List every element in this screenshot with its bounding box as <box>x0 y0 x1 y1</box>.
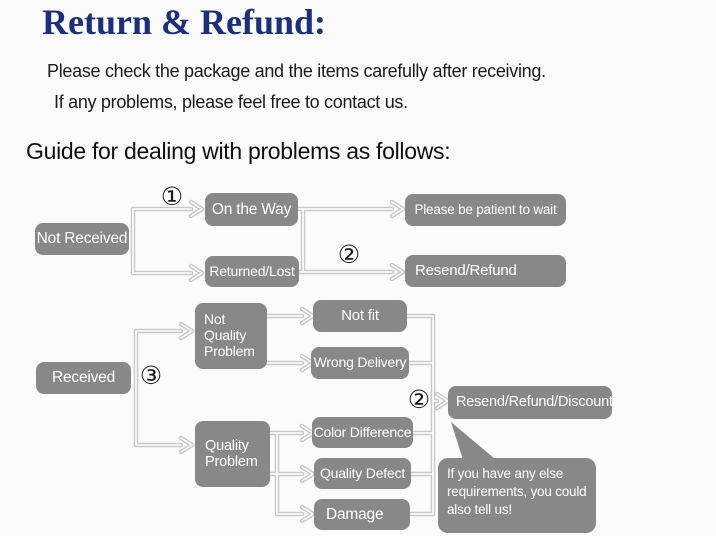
step-marker-3: ③ <box>139 361 163 390</box>
flow-node-resend-refund: Resend/Refund <box>405 255 566 287</box>
flow-node-not-quality-problem: Not Quality Problem <box>195 303 267 369</box>
flow-node-resend-refund-discount: Resend/Refund/Discount <box>448 386 613 419</box>
flow-node-be-patient: Please be patient to wait <box>405 194 566 226</box>
guide-heading: Guide for dealing with problems as follo… <box>26 138 451 164</box>
flow-node-quality-problem: Quality Problem <box>195 421 270 487</box>
flow-node-wrong-delivery: Wrong Delivery <box>311 347 409 379</box>
flow-node-color-difference: Color Difference <box>312 417 413 448</box>
speech-bubble-tail <box>451 422 495 463</box>
speech-bubble-line-3: also tell us! <box>447 501 512 517</box>
step-marker-2-top: ② <box>337 240 361 269</box>
speech-bubble-line-1: If you have any else <box>447 466 564 481</box>
flow-node-on-the-way: On the Way <box>205 193 298 226</box>
step-marker-1: ① <box>160 182 184 211</box>
flow-node-received: Received <box>36 362 131 394</box>
flow-node-not-received: Not Received <box>35 223 129 255</box>
intro-line-2: If any problems, please feel free to con… <box>54 92 408 112</box>
flow-node-not-fit: Not fit <box>313 300 407 332</box>
speech-bubble: If you have any else requirements, you c… <box>438 458 596 533</box>
speech-bubble-line-2: requirements, you could <box>447 483 587 499</box>
page-title: Return & Refund: <box>42 2 326 42</box>
intro-line-1: Please check the package and the items c… <box>47 61 546 81</box>
flow-node-returned-lost: Returned/Lost <box>205 256 299 287</box>
step-marker-2-bottom: ② <box>407 385 431 414</box>
flow-node-quality-defect: Quality Defect <box>314 458 411 489</box>
flow-node-damage: Damage <box>314 499 410 530</box>
